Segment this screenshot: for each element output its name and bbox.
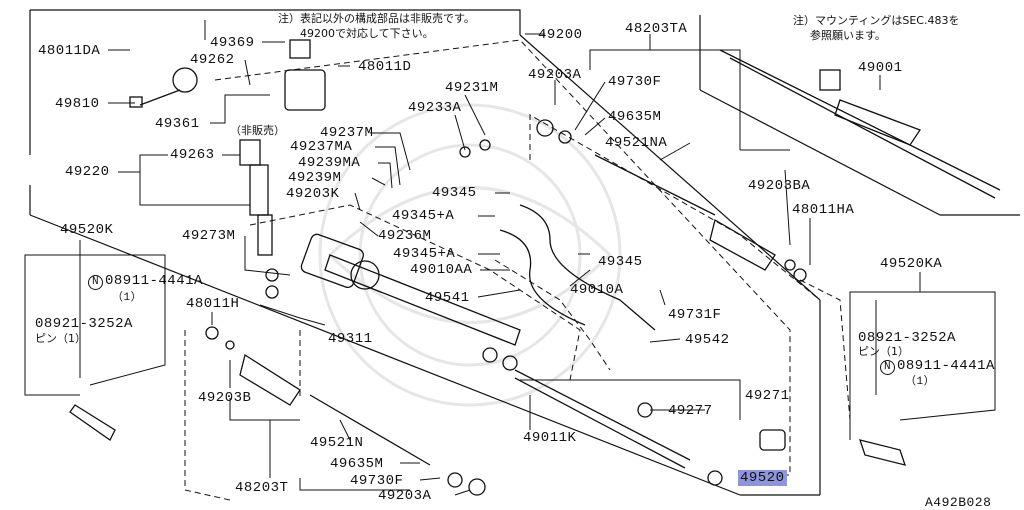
part-label-48203TA[interactable]: 48203TA bbox=[625, 21, 688, 37]
part-label-49345A-a[interactable]: 49345+A bbox=[392, 208, 455, 224]
part-label-49200[interactable]: 49200 bbox=[538, 27, 583, 43]
part-label-49520-highlighted[interactable]: 49520 bbox=[738, 470, 787, 486]
part-label-49311[interactable]: 49311 bbox=[328, 331, 373, 347]
part-label-49521N[interactable]: 49521N bbox=[310, 435, 364, 451]
part-label-49237M[interactable]: 49237M bbox=[320, 125, 374, 141]
part-label-49263[interactable]: 49263 bbox=[170, 147, 215, 163]
part-label-49730F-top[interactable]: 49730F bbox=[608, 74, 662, 90]
part-label-49730F-bot[interactable]: 49730F bbox=[350, 473, 404, 489]
part-label-49277[interactable]: 49277 bbox=[668, 403, 713, 419]
part-label-49635M-bot[interactable]: 49635M bbox=[330, 456, 384, 472]
part-label-49203B[interactable]: 49203B bbox=[198, 390, 252, 406]
part-label-49731F[interactable]: 49731F bbox=[668, 307, 722, 323]
note-not-sold: （非販売） bbox=[230, 124, 285, 137]
part-qty-08911-left: （1） bbox=[112, 292, 143, 304]
part-label-49203K[interactable]: 49203K bbox=[286, 186, 340, 202]
part-label-49203A-top[interactable]: 49203A bbox=[528, 67, 582, 83]
part-label-49271[interactable]: 49271 bbox=[745, 388, 790, 404]
note-not-sold-parts: 注）表記以外の構成部品は非販売です。 bbox=[278, 12, 475, 25]
part-label-49521NA[interactable]: 49521NA bbox=[605, 135, 668, 151]
part-sub-08921-left: ピン（1） bbox=[35, 332, 86, 345]
part-label-49345-a[interactable]: 49345 bbox=[432, 185, 477, 201]
note-see-section: 参照願います。 bbox=[810, 29, 886, 42]
part-label-49520K[interactable]: 49520K bbox=[60, 222, 114, 238]
part-label-08921-right[interactable]: 08921-3252A bbox=[858, 330, 956, 346]
note-use-assembly: 49200で対応して下さい。 bbox=[300, 27, 434, 40]
part-label-49001[interactable]: 49001 bbox=[858, 60, 903, 76]
part-label-49010AA[interactable]: 49010AA bbox=[410, 262, 473, 278]
part-label-49233A[interactable]: 49233A bbox=[408, 100, 462, 116]
part-label-49345-b[interactable]: 49345 bbox=[598, 254, 643, 270]
part-label-48011H[interactable]: 48011H bbox=[186, 296, 240, 312]
part-label-49810[interactable]: 49810 bbox=[55, 96, 100, 112]
part-number: 08911-4441A bbox=[897, 358, 995, 374]
part-label-48011DA[interactable]: 48011DA bbox=[38, 43, 101, 59]
part-label-49231M[interactable]: 49231M bbox=[445, 80, 499, 96]
nut-symbol-icon: N bbox=[880, 360, 895, 375]
part-drawings bbox=[69, 39, 1001, 496]
part-label-48011D[interactable]: 48011D bbox=[358, 59, 412, 75]
part-label-49541[interactable]: 49541 bbox=[425, 290, 470, 306]
part-label-49273M[interactable]: 49273M bbox=[182, 228, 236, 244]
dashed-groups bbox=[184, 39, 851, 501]
nut-symbol-icon: N bbox=[88, 275, 103, 290]
part-label-49237MA[interactable]: 49237MA bbox=[290, 139, 353, 155]
part-qty-08911-right: （1） bbox=[905, 376, 936, 388]
part-label-49220[interactable]: 49220 bbox=[65, 164, 110, 180]
part-label-49239MA[interactable]: 49239MA bbox=[298, 155, 361, 171]
part-label-49361[interactable]: 49361 bbox=[155, 116, 200, 132]
part-sub-08921-right: ピン（1） bbox=[858, 345, 909, 358]
diagram-reference-code: A492B028 bbox=[925, 495, 992, 510]
frame-lines bbox=[29, 9, 1020, 496]
part-number: 08911-4441A bbox=[105, 273, 203, 289]
leader-lines bbox=[24, 20, 996, 496]
note-mounting-ref: 注）マウンティングはSEC.483を bbox=[793, 14, 960, 27]
part-label-48203T[interactable]: 48203T bbox=[235, 480, 289, 496]
part-label-49520KA[interactable]: 49520KA bbox=[880, 256, 943, 272]
part-label-49369[interactable]: 49369 bbox=[210, 35, 255, 51]
part-label-49239M[interactable]: 49239M bbox=[288, 170, 342, 186]
part-label-49203BA[interactable]: 49203BA bbox=[748, 178, 811, 194]
part-label-08921-left[interactable]: 08921-3252A bbox=[35, 316, 133, 332]
part-label-49262[interactable]: 49262 bbox=[190, 52, 235, 68]
part-label-49542[interactable]: 49542 bbox=[685, 332, 730, 348]
part-label-49345A-b[interactable]: 49345+A bbox=[393, 246, 456, 262]
part-label-49010A[interactable]: 49010A bbox=[570, 282, 624, 298]
part-label-49011K[interactable]: 49011K bbox=[523, 430, 577, 446]
part-label-49236M[interactable]: 49236M bbox=[378, 228, 432, 244]
part-label-49203A-bot[interactable]: 49203A bbox=[378, 488, 432, 504]
part-label-49635M-top[interactable]: 49635M bbox=[608, 109, 662, 125]
part-label-48011HA[interactable]: 48011HA bbox=[792, 202, 855, 218]
